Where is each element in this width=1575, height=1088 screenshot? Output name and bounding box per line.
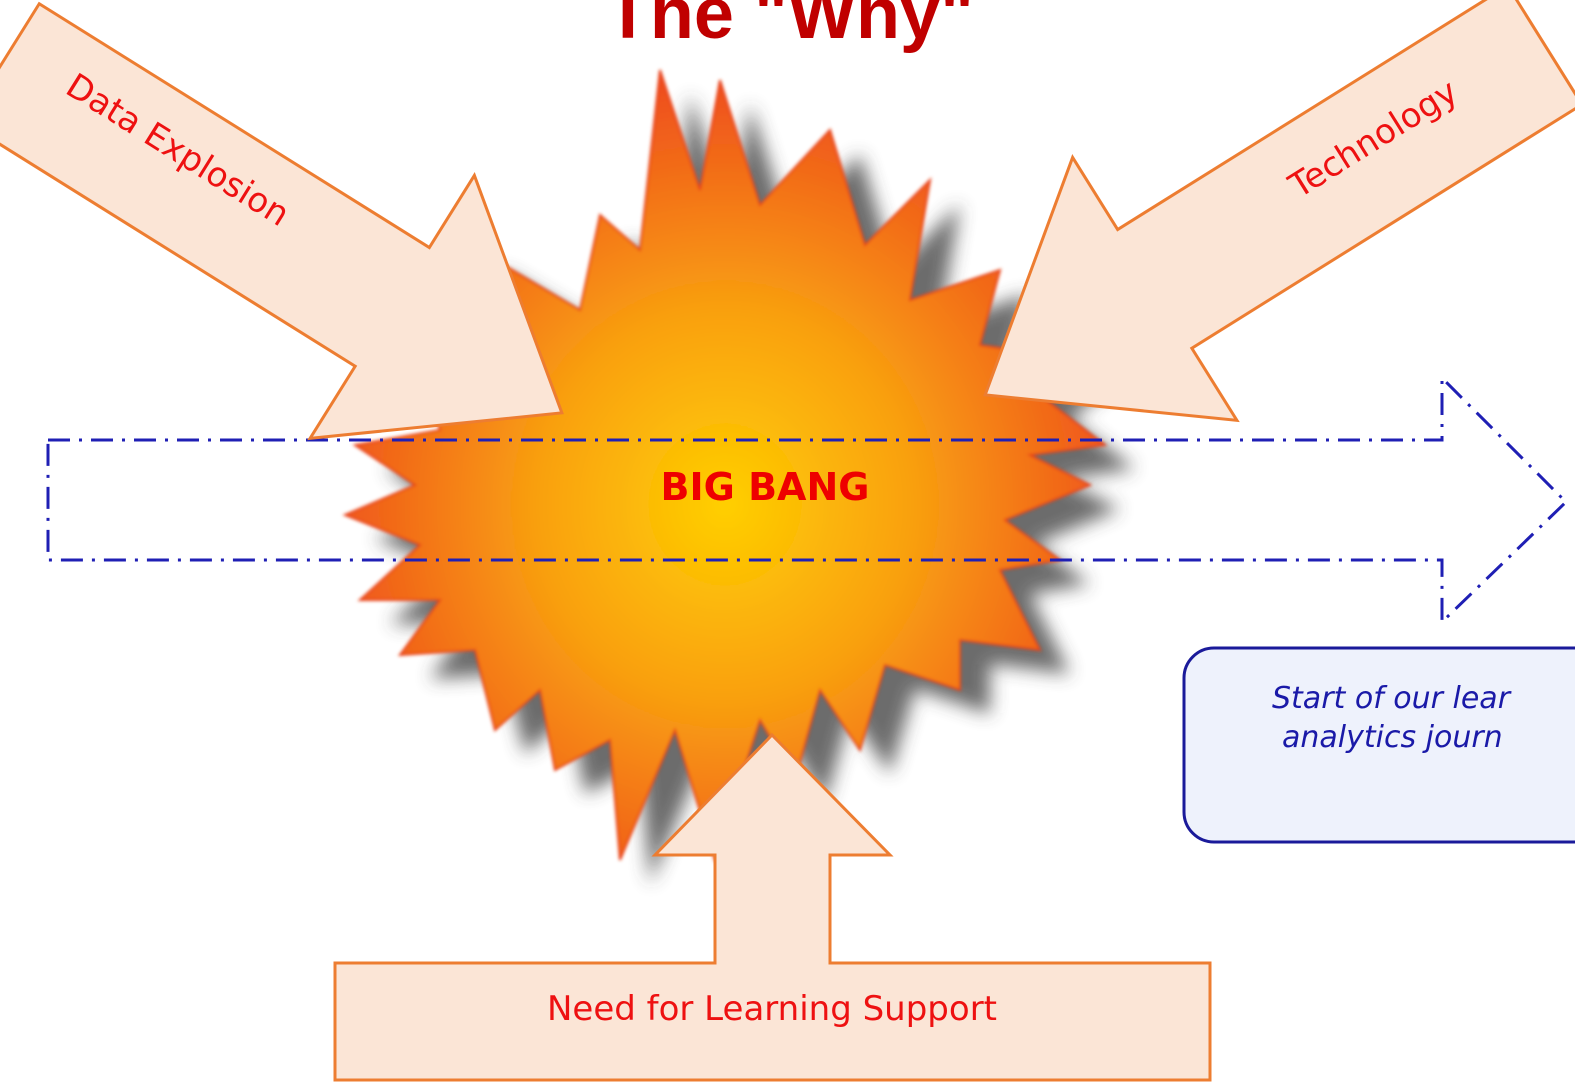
journey-arrow — [46, 374, 1569, 626]
data-explosion-arrow-shape — [0, 1, 564, 441]
journey-callout-line1: Start of our lear — [1272, 681, 1512, 716]
data-explosion-arrow: Data Explosion — [0, 1, 564, 441]
journey-callout-box — [1182, 646, 1575, 844]
learning-support-label: Need for Learning Support — [547, 989, 997, 1029]
journey-callout-line2: analytics journ — [1282, 720, 1503, 755]
learning-support-arrow — [333, 732, 1212, 1082]
big-bang-label: BIG BANG — [661, 465, 870, 509]
technology-arrow-shape — [983, 0, 1575, 423]
slide-title: The "Why" — [606, 0, 974, 54]
